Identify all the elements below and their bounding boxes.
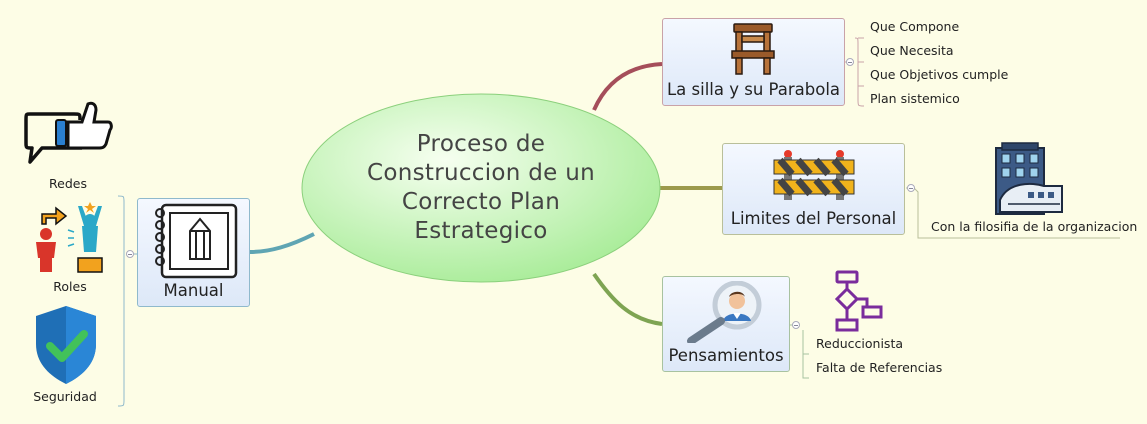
branch-line-pensamientos — [592, 272, 663, 326]
flowchart-icon — [834, 270, 883, 332]
topic-label: Manual — [163, 281, 224, 300]
central-topic[interactable]: Proceso de Construccion de un Correcto P… — [302, 94, 660, 282]
leaf-redes[interactable]: Redes — [49, 176, 87, 191]
collapse-toggle-pensamientos[interactable] — [792, 321, 800, 329]
notebook-icon — [155, 203, 238, 279]
leaf-seguridad[interactable]: Seguridad — [33, 389, 97, 404]
thumbs-up-chat-icon — [24, 101, 113, 164]
branch-line-silla — [592, 62, 663, 111]
central-topic-title: Proceso de Construccion de un Correcto P… — [367, 131, 595, 244]
leaf-que-necesita[interactable]: Que Necesita — [870, 43, 954, 58]
topic-label: Pensamientos — [668, 346, 784, 365]
building-icon — [995, 142, 1063, 215]
topic-pensamientos[interactable]: Pensamientos — [662, 276, 790, 372]
branch-line-manual — [249, 232, 315, 254]
leaf-reduccionista[interactable]: Reduccionista — [816, 336, 904, 351]
leaf-plan-sistemico[interactable]: Plan sistemico — [870, 91, 960, 106]
topic-manual[interactable]: Manual — [137, 198, 250, 307]
central-topic-shape — [301, 93, 661, 283]
topic-label: Limites del Personal — [730, 209, 897, 228]
leaf-que-objetivos[interactable]: Que Objetivos cumple — [870, 67, 1009, 82]
leaf-que-compone[interactable]: Que Compone — [870, 19, 960, 34]
shield-check-icon — [36, 306, 96, 384]
barrier-icon — [773, 150, 855, 200]
topic-label: La silla y su Parabola — [666, 80, 841, 99]
leaf-roles[interactable]: Roles — [53, 279, 87, 294]
magnifier-person-icon — [687, 281, 762, 343]
chair-icon — [731, 23, 775, 75]
collapse-toggle-limites[interactable] — [907, 184, 915, 192]
collapse-toggle-manual[interactable] — [126, 250, 134, 258]
topic-limites-del-personal[interactable]: Limites del Personal — [722, 143, 905, 235]
leaf-filosofia-organizacion[interactable]: Con la filosifia de la organizacion — [931, 219, 1138, 234]
collapse-toggle-silla[interactable] — [846, 58, 854, 66]
leaf-falta-de-referencias[interactable]: Falta de Referencias — [816, 360, 943, 375]
roles-people-icon — [36, 202, 103, 273]
topic-la-silla[interactable]: La silla y su Parabola — [662, 18, 845, 106]
